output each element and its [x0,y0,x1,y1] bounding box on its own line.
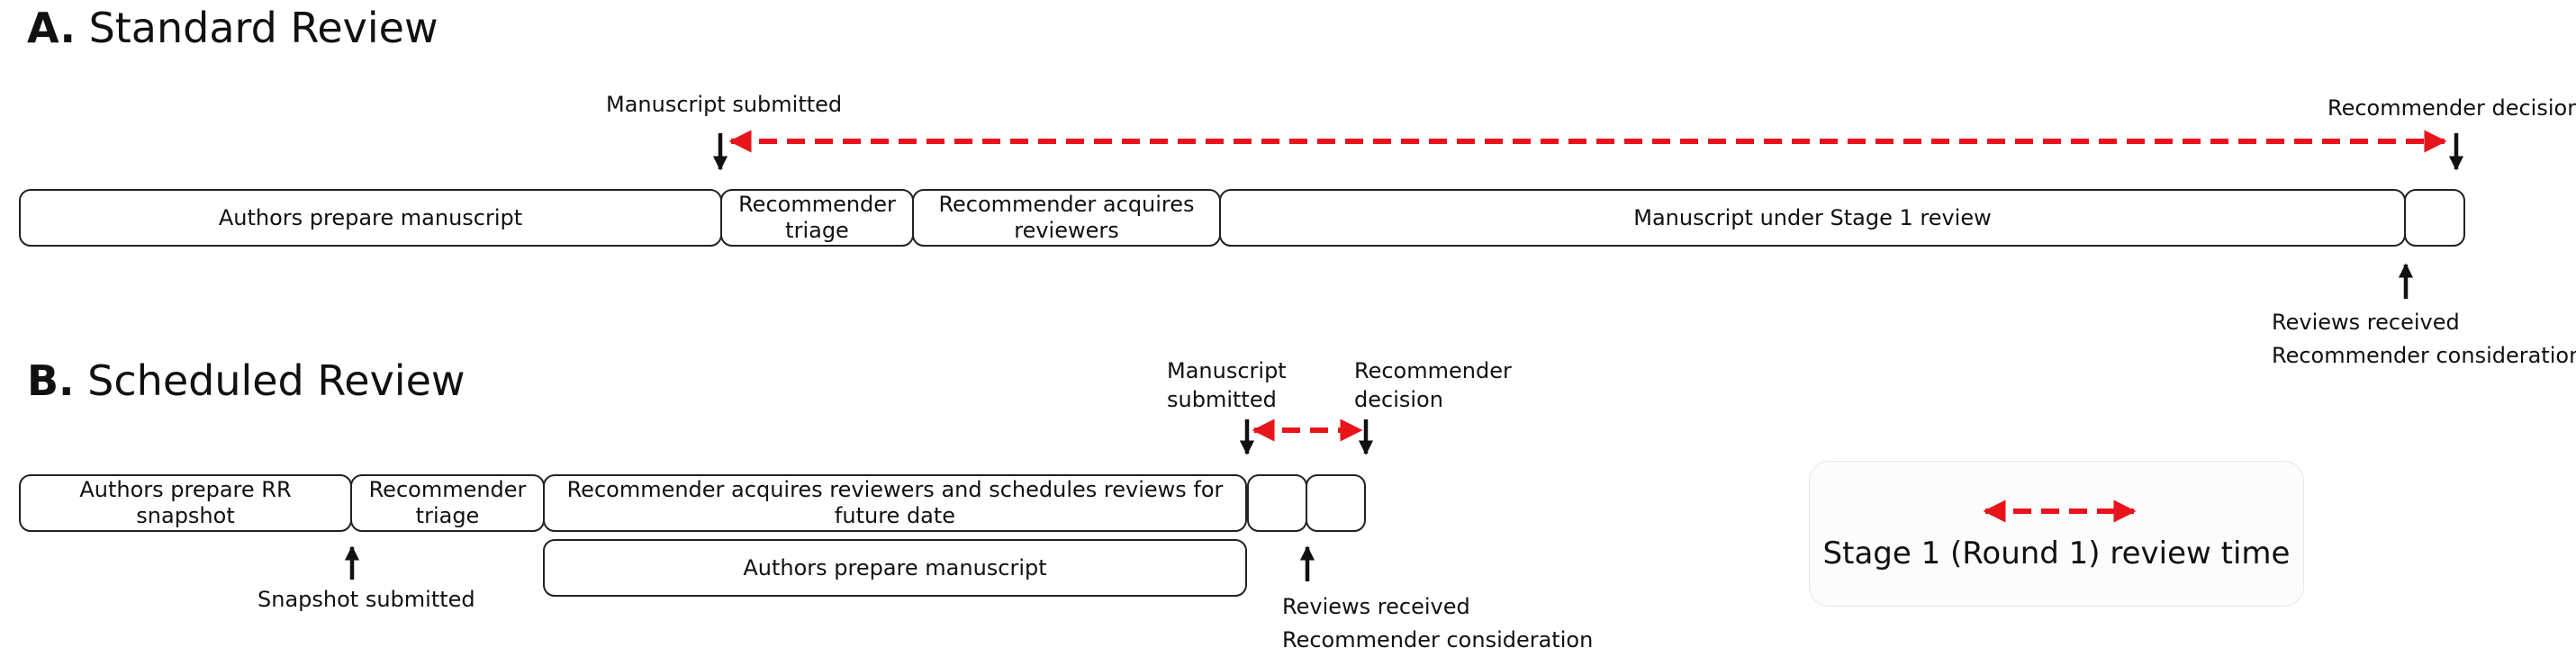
label-b-reviews-line-1: Reviews received [1282,594,1470,619]
box-a-triage-line-2: triage [785,218,849,243]
label-a-recommender-decision: Recommender decision [2327,95,2576,121]
box-a-acquires-line-2: reviewers [1014,218,1119,243]
box-b-snapshot-label: Authors prepare RR snapshot [79,477,292,528]
panel-a-letter: A. [27,4,76,52]
box-a-recommender-acquires: Recommender acquires reviewers [912,189,1221,247]
label-a-manuscript-submitted: Manuscript submitted [606,92,843,117]
label-b-submitted-line-1: Manuscript [1167,358,1287,383]
box-b-authors-prepare-label: Authors prepare manuscript [743,554,1047,580]
panel-b-title-text: Scheduled Review [87,356,465,405]
panel-a-title-text: Standard Review [88,4,438,52]
box-b-recommender-triage: Recommender triage [350,474,545,532]
box-a-recommender-consideration [2404,189,2465,247]
box-b-recommender-consideration [1306,474,1366,532]
legend-label: Stage 1 (Round 1) review time [1822,536,2291,572]
box-b-triage-line-1: Recommender [368,477,527,502]
box-a-authors-prepare-label: Authors prepare manuscript [218,204,523,230]
box-a-under-stage1-review: Manuscript under Stage 1 review [1219,189,2406,247]
panel-b-letter: B. [27,356,75,405]
box-b-acquires-line-1: Recommender acquires reviewers and sched… [566,477,1224,502]
box-b-acquires-line-2: future date [834,503,956,528]
label-a-reviews-line-2: Recommender consideration [2272,343,2576,368]
label-b-submitted-line-2: submitted [1167,387,1277,412]
label-b-manuscript-submitted: Manuscript submitted [1167,356,1287,414]
label-b-decision-line-1: Recommender [1354,358,1512,383]
box-a-triage-line-1: Recommender [738,192,896,217]
label-b-recommender-decision: Recommender decision [1354,356,1512,414]
label-b-reviews-received: Reviews received Recommender considerati… [1282,590,1593,657]
box-b-recommender-acquires-schedules: Recommender acquires reviewers and sched… [543,474,1247,532]
box-b-authors-prepare-snapshot: Authors prepare RR snapshot [19,474,352,532]
label-a-reviews-received: Reviews received Recommender considerati… [2272,306,2576,373]
box-a-under-review-label: Manuscript under Stage 1 review [1633,204,1992,230]
box-a-acquires-line-1: Recommender acquires [938,192,1195,217]
panel-b-title: B. Scheduled Review [27,356,465,405]
label-a-reviews-line-1: Reviews received [2272,310,2460,335]
legend: Stage 1 (Round 1) review time [1809,461,2304,607]
box-a-authors-prepare-manuscript: Authors prepare manuscript [19,189,722,247]
box-b-triage-line-2: triage [415,503,480,528]
box-b-authors-prepare-manuscript: Authors prepare manuscript [543,539,1247,597]
panel-a-title: A. Standard Review [27,4,438,52]
label-b-reviews-line-2: Recommender consideration [1282,627,1594,652]
label-b-decision-line-2: decision [1354,387,1443,412]
label-b-snapshot-submitted: Snapshot submitted [258,587,475,612]
box-b-stage1-review [1247,474,1307,532]
